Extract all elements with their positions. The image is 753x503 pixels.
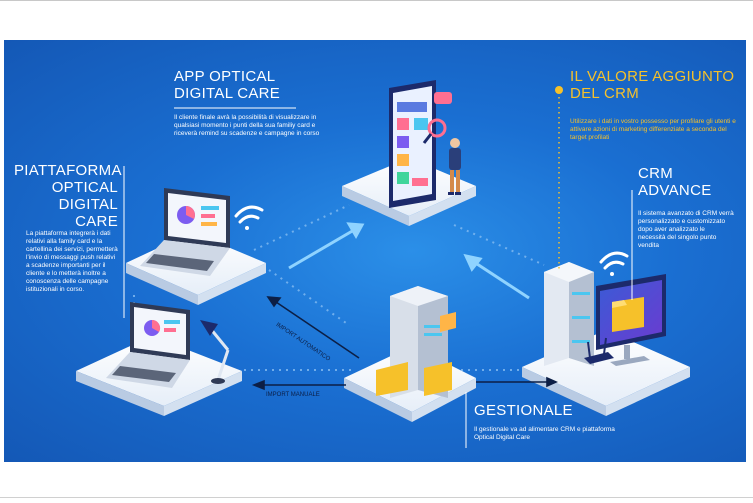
valore-marker <box>555 86 563 270</box>
upload-arrows <box>288 222 530 300</box>
piattaforma-title-line3: DIGITAL CARE <box>58 196 118 230</box>
piattaforma-description: La piattaforma integrerà i dati relativi… <box>26 230 118 293</box>
wifi-icon <box>599 251 629 276</box>
valore-description: Utilizzare i dati in vostro possesso per… <box>570 118 736 141</box>
laptop-icon <box>106 302 190 388</box>
laptop-icon <box>140 188 230 276</box>
server-icon <box>376 286 456 398</box>
gestionale-title: GESTIONALE <box>474 402 573 419</box>
piattaforma-title-line2: OPTICAL <box>51 179 118 196</box>
app-title-line2: DIGITAL CARE <box>174 85 281 102</box>
divider-lines <box>123 107 633 448</box>
diagram-canvas: APP OPTICAL DIGITAL CARE Il cliente fina… <box>4 40 746 462</box>
crm-description: Il sistema avanzato di CRM verrà persona… <box>638 210 734 249</box>
valore-title-line2: DEL CRM <box>570 85 640 102</box>
valore-title: IL VALORE AGGIUNTO DEL CRM <box>570 68 734 102</box>
person-icon <box>448 138 461 195</box>
smartphone-icon <box>389 80 452 208</box>
page-top-rule <box>0 0 753 7</box>
server-icon <box>544 262 594 366</box>
piattaforma-title-line1: PIATTAFORMA <box>14 162 122 179</box>
router-icon <box>584 337 614 364</box>
monitor-folder-icon <box>596 274 666 366</box>
diagram-scene <box>76 80 690 448</box>
desk-lamp-icon <box>200 320 230 384</box>
app-description: Il cliente finale avrà la possibilità di… <box>174 114 320 137</box>
crm-title-line2: ADVANCE <box>638 182 712 199</box>
valore-title-line1: IL VALORE AGGIUNTO <box>570 68 735 85</box>
import-arrows <box>251 296 558 391</box>
page-bottom-rule <box>0 497 753 498</box>
import-manuale-label: IMPORT MANUALE <box>266 392 320 398</box>
app-title-line1: APP OPTICAL <box>174 68 276 85</box>
piattaforma-title: PIATTAFORMA OPTICAL DIGITAL CARE <box>14 162 122 230</box>
crm-title-line1: CRM <box>638 165 674 182</box>
wifi-icon <box>234 205 264 230</box>
app-title: APP OPTICAL DIGITAL CARE <box>174 68 280 102</box>
gestionale-description: Il gestionale va ad alimentare CRM e pia… <box>474 426 615 441</box>
crm-title: CRM ADVANCE <box>638 165 712 199</box>
